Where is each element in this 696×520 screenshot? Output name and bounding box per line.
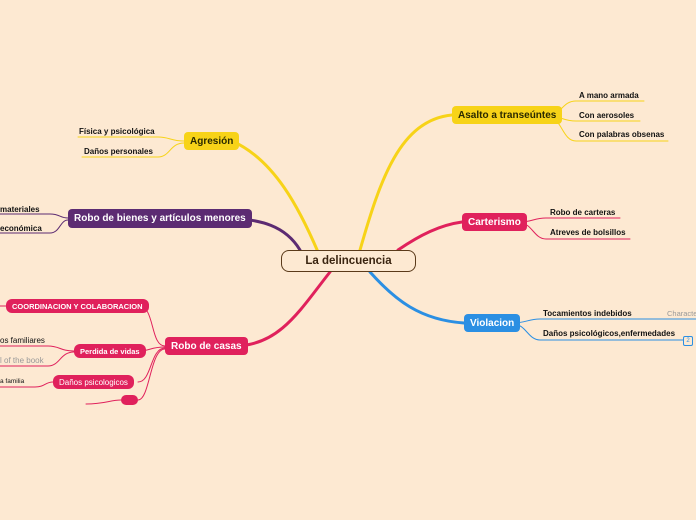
link-empty-out (85, 399, 122, 405)
link-casas-danos (137, 347, 166, 383)
link-casas-empty (137, 348, 166, 401)
link-perdida-1 (0, 345, 75, 352)
link-bienes-2 (0, 219, 69, 234)
leaf-economica[interactable]: económica (0, 224, 42, 233)
topic-carterismo[interactable]: Carterismo (462, 213, 527, 231)
branch-agresion (230, 139, 320, 254)
subtopic-danos-psicologicos[interactable]: Daños psicologicos (53, 375, 134, 389)
topic-robo-bienes[interactable]: Robo de bienes y artículos menores (68, 209, 252, 228)
branch-robo-casas (234, 270, 332, 348)
leaf-palabras-obsenas[interactable]: Con palabras obsenas (579, 130, 665, 139)
subtopic-empty[interactable] (121, 395, 138, 405)
expand-collapse-icon[interactable]: 2 (683, 336, 693, 346)
leaf-danos-enfermedades[interactable]: Daños psicológicos,enfermedades (543, 329, 676, 338)
leaf-materiales[interactable]: materiales (0, 205, 40, 214)
leaf-bolsillos[interactable]: Atreves de bolsillos (550, 228, 626, 237)
topic-robo-casas[interactable]: Robo de casas (165, 337, 248, 355)
leaf-familia[interactable]: a familia (0, 378, 25, 385)
link-carterismo-1 (519, 217, 621, 223)
branch-carterismo (396, 220, 464, 252)
leaf-fisica-psicologica[interactable]: Física y psicológica (79, 127, 155, 136)
subtopic-perdida-vidas[interactable]: Perdida de vidas (74, 344, 146, 358)
leaf-tocamientos[interactable]: Tocamientos indebidos (543, 309, 632, 318)
link-violacion-1 (512, 318, 696, 324)
topic-asalto[interactable]: Asalto a transeúntes (452, 106, 563, 124)
leaf-aerosoles[interactable]: Con aerosoles (579, 111, 635, 120)
leaf-mano-armada[interactable]: A mano armada (579, 91, 639, 100)
subtopic-coordinacion[interactable]: COORDINACION Y COLABORACION (6, 299, 149, 313)
link-agresion-1 (77, 136, 185, 142)
leaf-character-note[interactable]: Characte (667, 309, 696, 318)
link-perdida-2 (0, 351, 75, 367)
link-bienes-1 (0, 213, 69, 219)
leaf-familiares[interactable]: os familiares (0, 336, 45, 345)
branch-asalto (358, 113, 454, 252)
leaf-danos-personales[interactable]: Daños personales (84, 147, 153, 156)
branch-violacion (368, 270, 466, 325)
leaf-robo-carteras[interactable]: Robo de carteras (550, 208, 616, 217)
leaf-book[interactable]: l of the book (0, 356, 44, 365)
link-danos-1 (0, 381, 54, 388)
central-topic[interactable]: La delincuencia (281, 250, 416, 272)
topic-violacion[interactable]: Violacion (464, 314, 521, 332)
link-agresion-2 (81, 142, 185, 158)
topic-agresion[interactable]: Agresión (184, 132, 240, 150)
